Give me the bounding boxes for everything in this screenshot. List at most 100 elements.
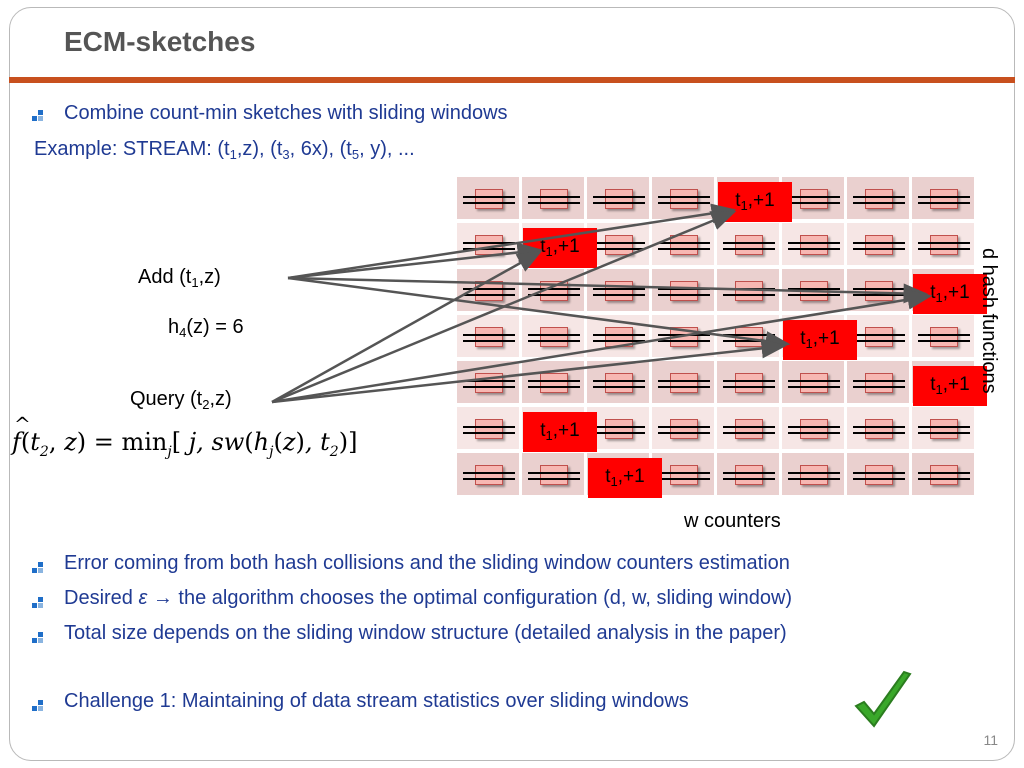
counter-line bbox=[788, 248, 840, 250]
counter-line bbox=[593, 426, 645, 428]
counter-line bbox=[463, 202, 515, 204]
counter-line bbox=[528, 288, 580, 290]
page-title: ECM-sketches bbox=[64, 26, 256, 57]
grid-cell bbox=[716, 360, 780, 404]
counter-line bbox=[918, 478, 970, 480]
bullet-text-error: Error coming from both hash collisions a… bbox=[64, 552, 790, 574]
counter-box bbox=[930, 189, 958, 209]
grid-cell bbox=[456, 176, 520, 220]
arrow-icon bbox=[287, 242, 543, 280]
counter-line bbox=[853, 432, 905, 434]
counter-line bbox=[918, 426, 970, 428]
page-number: 11 bbox=[983, 732, 998, 748]
counter-line bbox=[528, 294, 580, 296]
counter-line bbox=[853, 288, 905, 290]
grid-cell bbox=[521, 452, 585, 496]
hash-label: h4(z) = 6 bbox=[168, 316, 244, 340]
arrow-icon bbox=[287, 276, 929, 304]
w-counters-label: w counters bbox=[684, 510, 781, 532]
counter-line bbox=[593, 196, 645, 198]
grid-cell bbox=[911, 176, 975, 220]
counter-box bbox=[800, 465, 828, 485]
counter-box bbox=[670, 281, 698, 301]
counter-line bbox=[658, 248, 710, 250]
arrow-icon bbox=[271, 338, 787, 404]
counter-line bbox=[463, 248, 515, 250]
counter-line bbox=[463, 380, 515, 382]
increment-tag: t1,+1 bbox=[783, 320, 857, 360]
title-divider bbox=[9, 77, 1015, 83]
counter-line bbox=[658, 202, 710, 204]
counter-box bbox=[865, 327, 893, 347]
counter-line bbox=[788, 380, 840, 382]
counter-line bbox=[853, 334, 905, 336]
counter-line bbox=[593, 380, 645, 382]
counter-line bbox=[788, 426, 840, 428]
counter-line bbox=[593, 288, 645, 290]
counter-line bbox=[853, 248, 905, 250]
counter-box bbox=[475, 189, 503, 209]
counter-line bbox=[593, 340, 645, 342]
counter-line bbox=[918, 248, 970, 250]
grid-cell bbox=[651, 222, 715, 266]
counter-box bbox=[475, 327, 503, 347]
counter-line bbox=[918, 432, 970, 434]
grid-cell bbox=[521, 176, 585, 220]
counter-line bbox=[723, 248, 775, 250]
counter-line bbox=[723, 386, 775, 388]
counter-line bbox=[463, 426, 515, 428]
counter-line bbox=[723, 478, 775, 480]
counter-box bbox=[930, 327, 958, 347]
counter-line bbox=[463, 386, 515, 388]
counter-box bbox=[930, 419, 958, 439]
bullet-icon bbox=[32, 630, 46, 644]
grid-cell bbox=[846, 268, 910, 312]
increment-tag: t1,+1 bbox=[913, 366, 987, 406]
counter-line bbox=[528, 386, 580, 388]
counter-box bbox=[735, 373, 763, 393]
grid-cell bbox=[521, 268, 585, 312]
grid-cell bbox=[781, 406, 845, 450]
grid-cell bbox=[586, 176, 650, 220]
counter-line bbox=[788, 196, 840, 198]
counter-line bbox=[723, 340, 775, 342]
arrow-icon bbox=[271, 250, 543, 404]
counter-line bbox=[788, 288, 840, 290]
counter-line bbox=[658, 432, 710, 434]
counter-line bbox=[658, 294, 710, 296]
grid-cell bbox=[911, 314, 975, 358]
counter-box bbox=[670, 419, 698, 439]
counter-box bbox=[865, 373, 893, 393]
grid-cell bbox=[456, 452, 520, 496]
bullet-text-total-size: Total size depends on the sliding window… bbox=[64, 622, 787, 644]
grid-cell bbox=[781, 360, 845, 404]
counter-line bbox=[463, 432, 515, 434]
example-stream-text: Example: STREAM: (t1,z), (t3, 6x), (t5, … bbox=[34, 138, 415, 162]
arrow-icon: → bbox=[152, 587, 173, 609]
counter-line bbox=[658, 426, 710, 428]
counter-box bbox=[865, 281, 893, 301]
grid-cell bbox=[846, 222, 910, 266]
grid-cell bbox=[716, 222, 780, 266]
counter-line bbox=[853, 340, 905, 342]
counter-line bbox=[658, 380, 710, 382]
grid-cell bbox=[651, 360, 715, 404]
counter-box bbox=[670, 235, 698, 255]
counter-line bbox=[853, 202, 905, 204]
counter-line bbox=[788, 472, 840, 474]
arrow-icon bbox=[271, 289, 933, 404]
counter-line bbox=[593, 202, 645, 204]
counter-line bbox=[788, 242, 840, 244]
counter-line bbox=[723, 472, 775, 474]
counter-box bbox=[865, 419, 893, 439]
counter-box bbox=[540, 373, 568, 393]
counter-box bbox=[605, 373, 633, 393]
counter-box bbox=[670, 373, 698, 393]
grid-cell bbox=[911, 222, 975, 266]
counter-line bbox=[918, 472, 970, 474]
counter-box bbox=[670, 189, 698, 209]
counter-line bbox=[528, 196, 580, 198]
grid-cell bbox=[521, 314, 585, 358]
counter-line bbox=[528, 334, 580, 336]
